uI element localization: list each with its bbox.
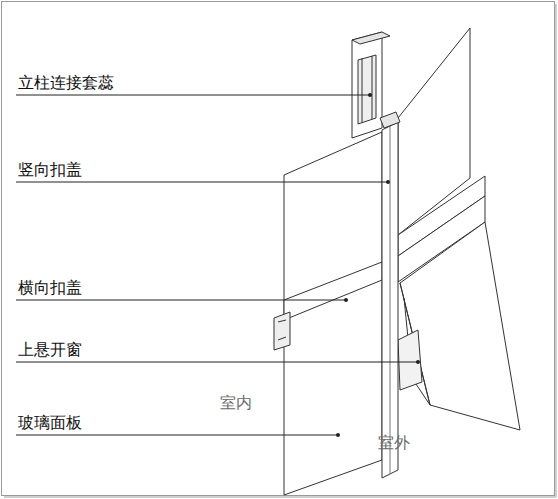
leader-dot — [368, 93, 372, 97]
leader-dot — [336, 433, 340, 437]
sleeve-edge — [362, 58, 363, 122]
leader-dot — [386, 180, 390, 184]
leader-line — [16, 182, 388, 183]
leader-line — [16, 362, 418, 363]
top-hung-window — [400, 222, 520, 430]
leader-dot — [416, 360, 420, 364]
vertical-cover — [382, 122, 398, 478]
frame-shadow — [555, 4, 557, 497]
transom-detail — [278, 337, 286, 340]
side-label: 室内 — [220, 393, 252, 412]
transom-detail — [278, 320, 286, 322]
part-label: 横向扣盖 — [18, 278, 82, 297]
connecting-sleeve — [358, 55, 376, 124]
part-label: 竖向扣盖 — [18, 160, 82, 179]
sleeve-edge — [372, 56, 373, 119]
column — [352, 32, 382, 138]
leader-dot — [344, 298, 348, 302]
glass-panel — [284, 132, 382, 495]
horizontal-cover — [284, 262, 382, 320]
frame-shadow — [4, 496, 556, 498]
part-label: 立柱连接套蕊 — [18, 73, 114, 92]
vertical-cover-top — [380, 112, 400, 128]
side-label: 室外 — [378, 433, 410, 452]
part-label: 玻璃面板 — [18, 413, 82, 432]
vertical-cover-edge — [390, 126, 391, 474]
part-label: 上悬开窗 — [18, 340, 82, 359]
leader-line — [16, 95, 370, 96]
leader-line — [16, 435, 338, 436]
transom-end — [274, 312, 290, 350]
leader-line — [16, 300, 346, 301]
window-stay — [398, 330, 422, 390]
column-top — [352, 32, 390, 44]
